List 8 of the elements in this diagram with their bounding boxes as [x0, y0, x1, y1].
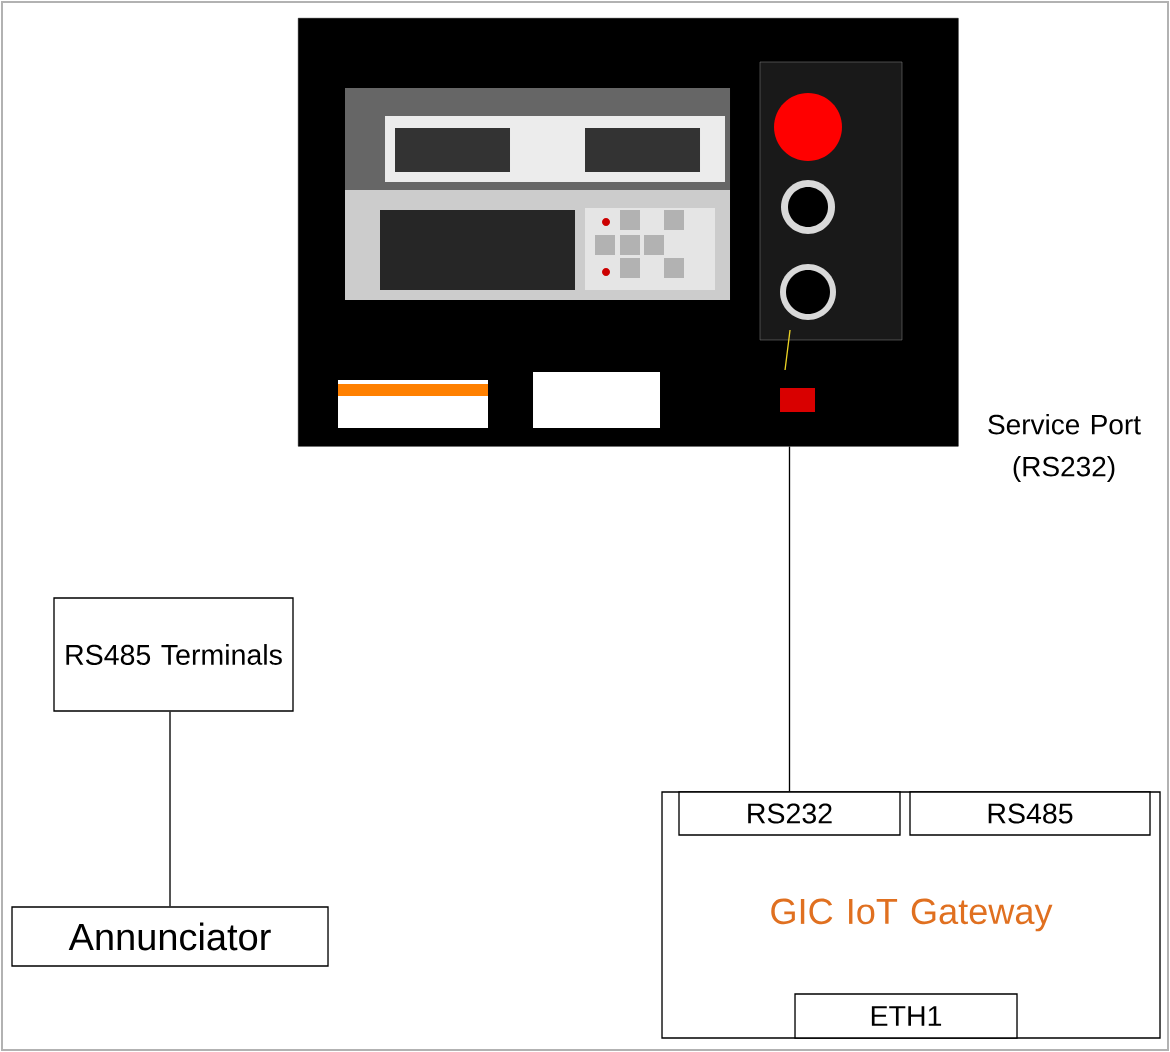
port-box: RS232 [678, 791, 901, 836]
port-box: RS485 [909, 791, 1151, 836]
terminal-box: RS485 Terminals [53, 597, 294, 712]
connector-line [788, 445, 791, 792]
port-label: Service Port (RS232) [988, 413, 1141, 483]
connector-line [169, 711, 171, 907]
port-box: ETH1 [794, 993, 1018, 1039]
annunciator-box: Annunciator [11, 906, 329, 967]
